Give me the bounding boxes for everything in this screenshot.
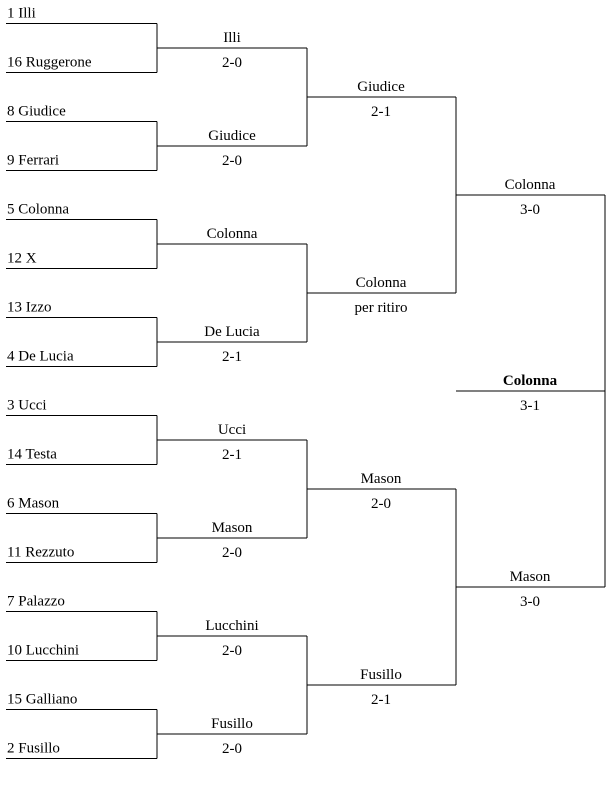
bracket-lines (6, 23, 606, 759)
round1-entry: 8 Giudice (7, 104, 66, 120)
round4-winner: Colonna (505, 177, 556, 193)
round4-winner: Mason (510, 569, 551, 585)
round1-entry: 11 Rezzuto (7, 545, 74, 561)
round2-winner: Ucci (218, 422, 246, 438)
round2-score: 2-1 (222, 447, 242, 463)
final-score: 3-1 (520, 398, 540, 414)
round2-score: 2-0 (222, 741, 242, 757)
round2-score: 2-0 (222, 545, 242, 561)
round1-entry: 3 Ucci (7, 398, 47, 414)
round2-score: 2-0 (222, 55, 242, 71)
round1-entry: 15 Galliano (7, 692, 77, 708)
round1-entry: 5 Colonna (7, 202, 69, 218)
round3-winner: Mason (361, 471, 402, 487)
round3-winner: Fusillo (360, 667, 402, 683)
round1-entry: 13 Izzo (7, 300, 52, 316)
round2-score: 2-0 (222, 153, 242, 169)
champion-name: Colonna (503, 373, 558, 389)
round3-score: per ritiro (355, 300, 408, 316)
round1-entry: 16 Ruggerone (7, 55, 92, 71)
round2-winner: Colonna (207, 226, 258, 242)
round2-winner: De Lucia (204, 324, 260, 340)
round3-winner: Colonna (356, 275, 407, 291)
round1-entry: 4 De Lucia (7, 349, 74, 365)
round3-score: 2-1 (371, 692, 391, 708)
bracket-labels: 1 Illi 16 Ruggerone 8 Giudice 9 Ferrari 5 Co… (7, 6, 558, 758)
round3-score: 2-0 (371, 496, 391, 512)
round1-entry: 2 Fusillo (7, 741, 60, 757)
round1-entry: 10 Lucchini (7, 643, 79, 659)
round1-entry: 1 Illi (7, 6, 36, 22)
round2-winner: Fusillo (211, 716, 253, 732)
round3-score: 2-1 (371, 104, 391, 120)
round1-entry: 12 X (7, 251, 37, 267)
round1-entry: 14 Testa (7, 447, 57, 463)
round4-score: 3-0 (520, 202, 540, 218)
round2-winner: Giudice (208, 128, 256, 144)
round4-score: 3-0 (520, 594, 540, 610)
round2-winner: Illi (223, 30, 241, 46)
round2-winner: Lucchini (205, 618, 258, 634)
round1-entry: 6 Mason (7, 496, 60, 512)
round1-entry: 7 Palazzo (7, 594, 65, 610)
round3-winner: Giudice (357, 79, 405, 95)
round2-score: 2-1 (222, 349, 242, 365)
round2-winner: Mason (212, 520, 253, 536)
round1-entry: 9 Ferrari (7, 153, 59, 169)
round2-score: 2-0 (222, 643, 242, 659)
